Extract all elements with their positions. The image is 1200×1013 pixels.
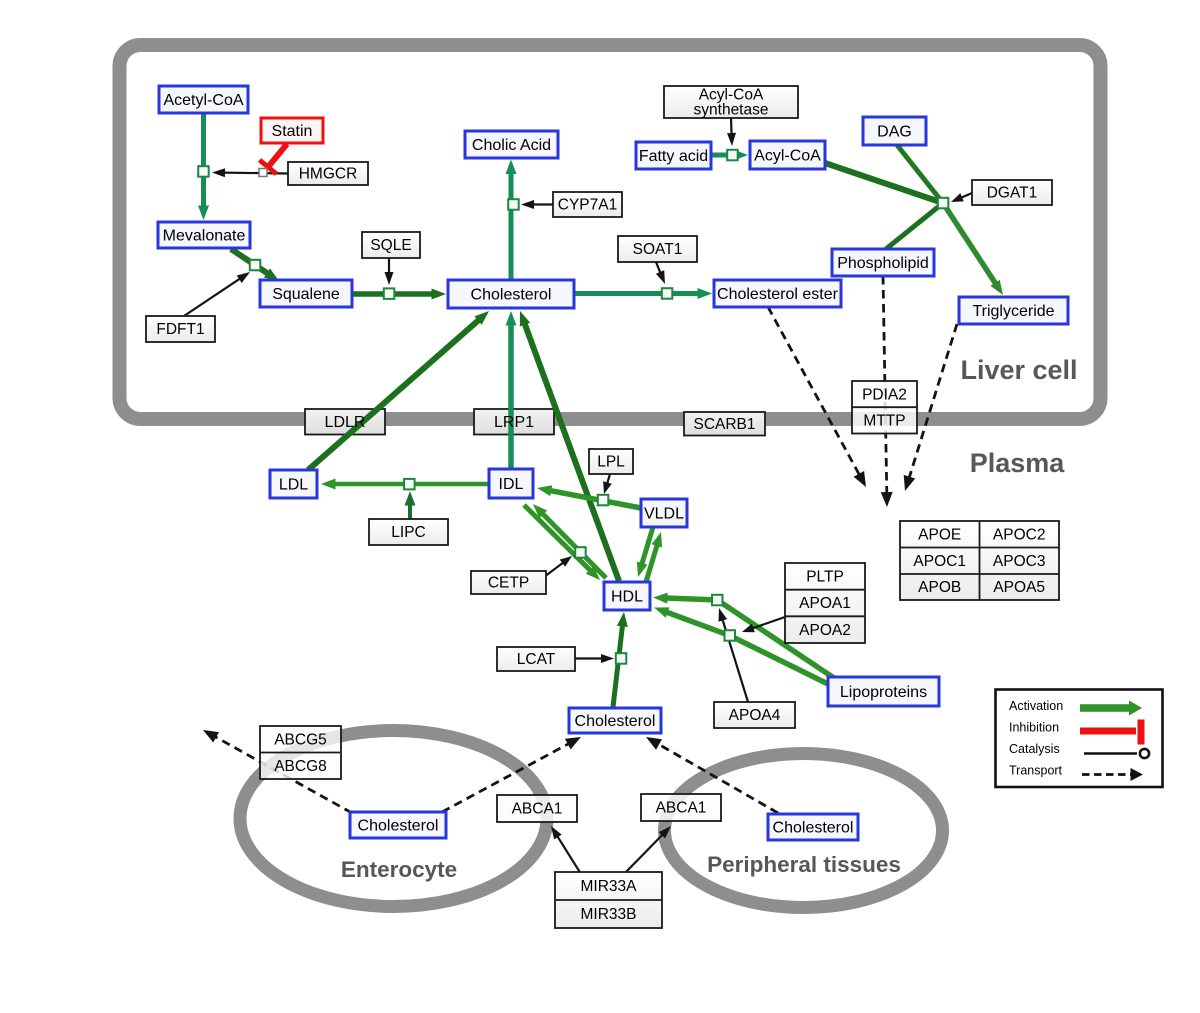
svg-text:Peripheral tissues: Peripheral tissues bbox=[707, 852, 901, 877]
svg-text:DGAT1: DGAT1 bbox=[987, 185, 1038, 202]
svg-text:Activation: Activation bbox=[1009, 699, 1063, 713]
svg-text:APOB: APOB bbox=[918, 579, 961, 596]
svg-text:MTTP: MTTP bbox=[863, 413, 905, 430]
svg-text:LCAT: LCAT bbox=[517, 651, 556, 668]
svg-text:Acetyl-CoA: Acetyl-CoA bbox=[163, 92, 243, 109]
svg-text:MIR33A: MIR33A bbox=[581, 878, 638, 895]
svg-text:Phospholipid: Phospholipid bbox=[837, 255, 929, 272]
svg-text:LIPC: LIPC bbox=[391, 524, 425, 541]
svg-text:ABCA1: ABCA1 bbox=[512, 801, 563, 818]
svg-text:APOA5: APOA5 bbox=[993, 579, 1045, 596]
svg-text:Squalene: Squalene bbox=[272, 286, 340, 303]
svg-text:Statin: Statin bbox=[272, 123, 313, 140]
svg-text:APOC1: APOC1 bbox=[913, 553, 966, 570]
svg-text:ABCA1: ABCA1 bbox=[656, 800, 707, 817]
svg-text:Lipoproteins: Lipoproteins bbox=[840, 684, 927, 701]
svg-text:Cholesterol ester: Cholesterol ester bbox=[717, 286, 839, 303]
svg-text:LPL: LPL bbox=[597, 454, 625, 471]
svg-text:APOA1: APOA1 bbox=[799, 595, 851, 612]
svg-text:APOA2: APOA2 bbox=[799, 622, 851, 639]
svg-text:SQLE: SQLE bbox=[370, 237, 411, 254]
svg-text:CETP: CETP bbox=[488, 575, 529, 592]
svg-text:Mevalonate: Mevalonate bbox=[163, 228, 246, 245]
svg-text:APOC3: APOC3 bbox=[993, 553, 1046, 570]
svg-text:HDL: HDL bbox=[611, 589, 643, 606]
svg-text:LDLR: LDLR bbox=[325, 414, 366, 431]
svg-text:Liver cell: Liver cell bbox=[960, 355, 1077, 385]
svg-text:APOE: APOE bbox=[918, 526, 961, 543]
svg-text:Cholesterol: Cholesterol bbox=[358, 818, 439, 835]
svg-text:FDFT1: FDFT1 bbox=[156, 321, 204, 338]
svg-text:Cholesterol: Cholesterol bbox=[773, 820, 854, 837]
svg-text:Catalysis: Catalysis bbox=[1009, 742, 1060, 756]
svg-text:Acyl-CoA: Acyl-CoA bbox=[754, 148, 821, 165]
svg-text:SCARB1: SCARB1 bbox=[693, 416, 755, 433]
svg-text:Plasma: Plasma bbox=[970, 448, 1066, 478]
svg-text:DAG: DAG bbox=[877, 124, 912, 141]
svg-text:Triglyceride: Triglyceride bbox=[972, 303, 1054, 320]
svg-text:LDL: LDL bbox=[279, 477, 308, 494]
svg-text:PLTP: PLTP bbox=[806, 569, 844, 586]
svg-text:synthetase: synthetase bbox=[694, 102, 769, 119]
svg-text:Cholic Acid: Cholic Acid bbox=[472, 137, 551, 154]
svg-text:HMGCR: HMGCR bbox=[299, 166, 358, 183]
svg-text:Enterocyte: Enterocyte bbox=[341, 857, 457, 882]
svg-text:SOAT1: SOAT1 bbox=[633, 241, 683, 258]
svg-text:ABCG5: ABCG5 bbox=[274, 732, 327, 749]
svg-text:Cholesterol: Cholesterol bbox=[575, 713, 656, 730]
svg-text:Inhibition: Inhibition bbox=[1009, 721, 1059, 735]
svg-text:VLDL: VLDL bbox=[644, 506, 684, 523]
svg-text:Acyl-CoA: Acyl-CoA bbox=[699, 87, 764, 104]
svg-text:CYP7A1: CYP7A1 bbox=[558, 197, 617, 214]
svg-text:APOA4: APOA4 bbox=[729, 707, 781, 724]
svg-text:ABCG8: ABCG8 bbox=[274, 758, 327, 775]
svg-text:Transport: Transport bbox=[1009, 764, 1063, 778]
svg-text:IDL: IDL bbox=[499, 476, 524, 493]
svg-text:APOC2: APOC2 bbox=[993, 526, 1046, 543]
svg-text:Fatty acid: Fatty acid bbox=[639, 148, 708, 165]
svg-text:LRP1: LRP1 bbox=[494, 414, 534, 431]
svg-text:PDIA2: PDIA2 bbox=[862, 386, 907, 403]
svg-text:MIR33B: MIR33B bbox=[581, 906, 637, 923]
svg-text:Cholesterol: Cholesterol bbox=[471, 287, 552, 304]
